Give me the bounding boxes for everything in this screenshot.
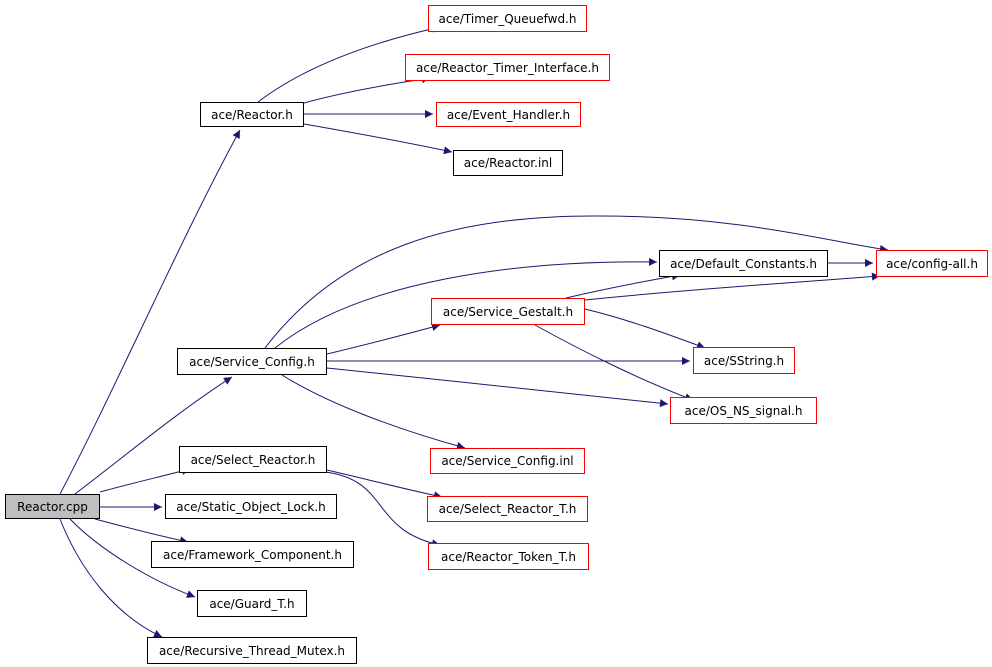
node-select-reactor-t-h[interactable]: ace/Select_Reactor_T.h: [427, 496, 588, 522]
edge-reactor-cpp-to-framework-component: [94, 518, 189, 545]
edge-reactor-h-to-timer-queuefwd: [257, 24, 441, 103]
edge-reactor-cpp-to-recursive-thread-mutex: [59, 518, 163, 638]
node-reactor-timer-interface-h[interactable]: ace/Reactor_Timer_Interface.h: [405, 54, 610, 81]
edge-service-config-h-to-service-config-inl: [281, 374, 466, 450]
node-reactor-inl[interactable]: ace/Reactor.inl: [453, 150, 563, 176]
node-reactor-token-t-h[interactable]: ace/Reactor_Token_T.h: [428, 543, 589, 570]
edge-service-config-h-to-default-constants: [274, 257, 658, 349]
node-sstring-h[interactable]: ace/SString.h: [693, 347, 795, 374]
edge-service-gestalt-to-config-all: [584, 272, 881, 301]
node-config-all-h[interactable]: ace/config-all.h: [876, 250, 988, 277]
edge-service-gestalt-to-default-constants: [565, 272, 681, 299]
node-service-config-inl[interactable]: ace/Service_Config.inl: [430, 448, 585, 474]
edge-reactor-cpp-to-select-reactor-h: [99, 467, 191, 493]
edge-service-gestalt-to-sstring: [584, 308, 706, 349]
edge-reactor-cpp-to-guard-t: [69, 518, 196, 598]
edge-reactor-cpp-to-service-config-h: [74, 376, 233, 495]
node-default-constants-h[interactable]: ace/Default_Constants.h: [659, 250, 828, 277]
node-static-object-lock-h[interactable]: ace/Static_Object_Lock.h: [165, 494, 337, 519]
edge-select-reactor-h-to-reactor-token-t: [324, 471, 441, 548]
edge-select-reactor-h-to-select-reactor-t: [326, 469, 443, 500]
edge-reactor-h-to-reactor-timer-interface: [303, 75, 431, 104]
edge-service-config-h-to-service-gestalt: [326, 323, 441, 355]
node-os-ns-signal-h[interactable]: ace/OS_NS_signal.h: [670, 397, 817, 424]
node-reactor-h[interactable]: ace/Reactor.h: [200, 102, 304, 127]
edge-reactor-cpp-to-reactor-h: [59, 129, 241, 495]
node-recursive-thread-mutex-h[interactable]: ace/Recursive_Thread_Mutex.h: [147, 637, 357, 664]
edge-reactor-h-to-reactor-inl: [303, 123, 453, 155]
edge-service-gestalt-to-os-ns-signal: [534, 324, 694, 401]
edge-service-config-h-to-config-all: [264, 215, 889, 349]
node-select-reactor-h[interactable]: ace/Select_Reactor.h: [179, 446, 327, 473]
edge-service-config-h-to-os-ns-signal: [326, 367, 669, 408]
node-event-handler-h[interactable]: ace/Event_Handler.h: [436, 102, 581, 127]
node-framework-component-h[interactable]: ace/Framework_Component.h: [151, 541, 354, 568]
node-service-config-h[interactable]: ace/Service_Config.h: [177, 348, 327, 375]
node-guard-t-h[interactable]: ace/Guard_T.h: [197, 590, 307, 617]
node-timer-queuefwd-h[interactable]: ace/Timer_Queuefwd.h: [428, 5, 587, 32]
node-service-gestalt-h[interactable]: ace/Service_Gestalt.h: [431, 298, 585, 325]
node-reactor-cpp: Reactor.cpp: [5, 494, 100, 519]
